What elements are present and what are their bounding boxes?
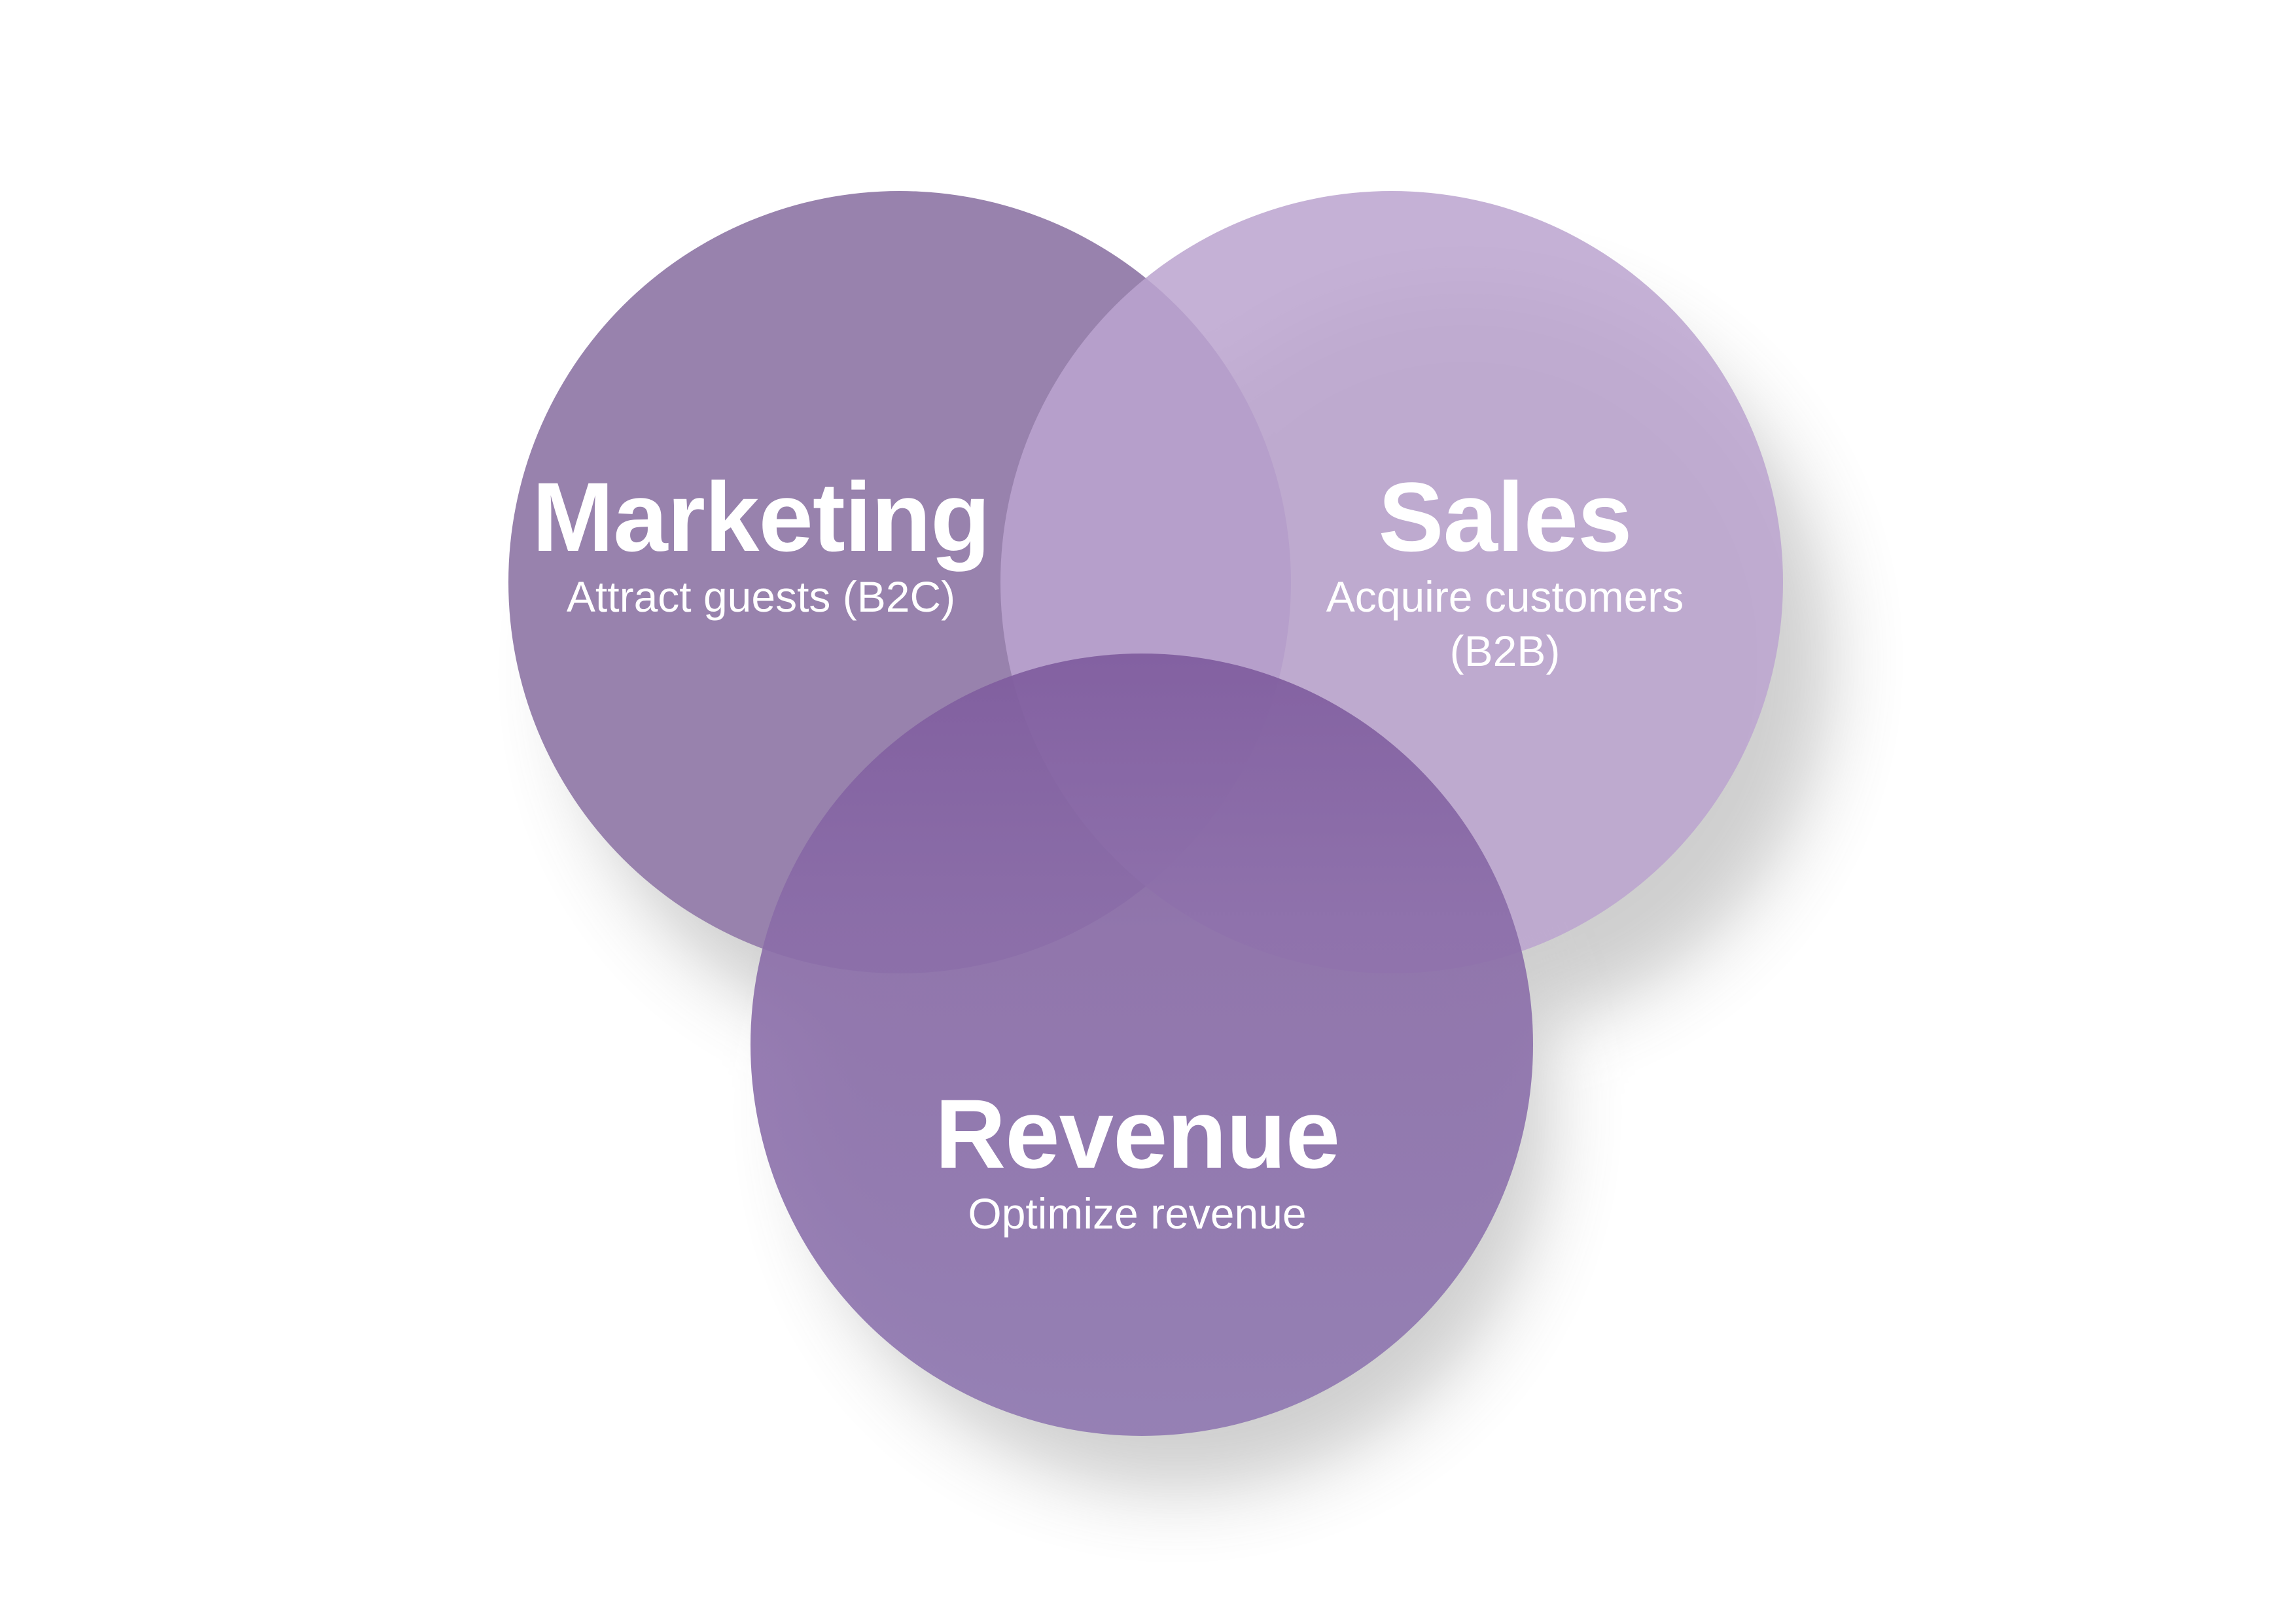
marketing-title: Marketing [532, 462, 990, 572]
sales-title: Sales [1378, 462, 1633, 572]
marketing-subtitle: Attract guests (B2C) [566, 572, 956, 621]
sales-label: Sales Acquire customers (B2B) [1269, 468, 1740, 678]
marketing-label: Marketing Attract guests (B2C) [499, 468, 1023, 624]
revenue-title: Revenue [934, 1079, 1340, 1189]
revenue-circle [751, 654, 1533, 1436]
revenue-subtitle: Optimize revenue [968, 1189, 1307, 1238]
sales-subtitle: Acquire customers (B2B) [1326, 572, 1684, 675]
revenue-label: Revenue Optimize revenue [875, 1085, 1399, 1241]
